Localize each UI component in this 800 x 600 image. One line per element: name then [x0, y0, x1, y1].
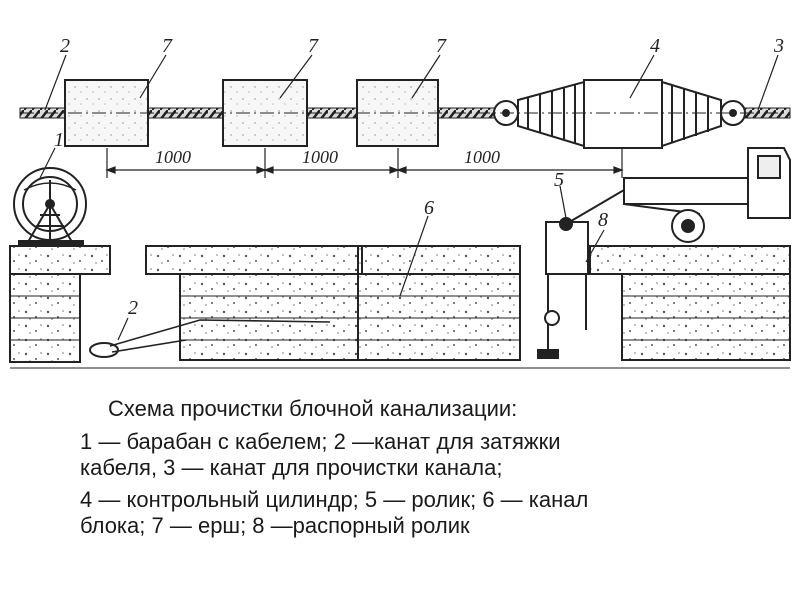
truck	[623, 147, 791, 243]
callout-2-bottom: 2	[128, 297, 138, 319]
caption-line-2: кабеля, 3 — канат для прочистки канала;	[80, 455, 503, 480]
dimension-label-3: 1000	[464, 147, 500, 167]
callout-8-leader	[585, 229, 605, 263]
callout-8: 8	[598, 209, 608, 231]
callout-1-leader	[39, 147, 56, 179]
callout-5: 5	[554, 169, 564, 191]
ground-section	[9, 245, 791, 369]
pull-rope-2	[89, 317, 331, 358]
cable-drum-1	[13, 167, 87, 246]
callout-1: 1	[54, 129, 64, 151]
callout-6-leader	[399, 215, 429, 297]
roller-5-frame	[537, 189, 625, 359]
caption-line-1: 1 — барабан с кабелем; 2 —канат для затя…	[80, 429, 561, 454]
callout-5-leader	[559, 185, 567, 219]
callout-6: 6	[424, 197, 434, 219]
callout-7-b: 7	[308, 35, 319, 57]
callout-4: 4	[650, 35, 660, 57]
dimension-label-1: 1000	[155, 147, 191, 167]
cable-duct-cleaning-diagram: 1000 1000 1000 2 7 7 7 4 3 1	[9, 35, 791, 369]
caption-line-4: блока; 7 — ерш; 8 —распорный ролик	[80, 513, 470, 538]
caption-line-3: 4 — контрольный цилиндр; 5 — ролик; 6 — …	[80, 487, 589, 512]
control-cylinder-4	[493, 79, 746, 149]
callout-3: 3	[773, 35, 784, 57]
callout-7-a: 7	[162, 35, 173, 57]
dimension-label-2: 1000	[302, 147, 338, 167]
callout-7-c: 7	[436, 35, 447, 57]
dimension-lines	[105, 148, 624, 178]
callout-2-top: 2	[60, 35, 70, 57]
cleaning-train: 1000 1000 1000 2 7 7 7 4 3	[19, 35, 791, 178]
figure-caption: Схема прочистки блочной канализации: 1 —…	[80, 395, 780, 539]
caption-title: Схема прочистки блочной канализации:	[108, 396, 518, 421]
callout-leaders	[44, 54, 779, 111]
